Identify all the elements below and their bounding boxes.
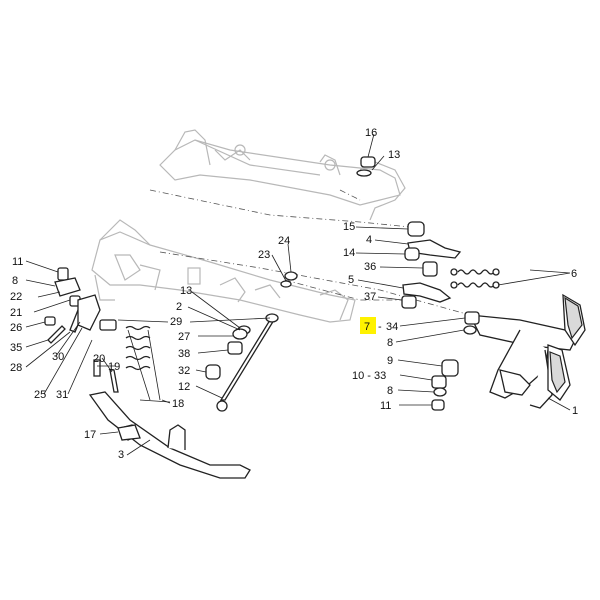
- label-28: 28: [10, 362, 22, 374]
- label-24: 24: [278, 235, 290, 247]
- label-14: 14: [343, 247, 355, 259]
- label-8-left: 8: [12, 275, 18, 287]
- label-3: 3: [118, 449, 124, 461]
- label-34: 34: [386, 321, 398, 333]
- label-10-33: 10 - 33: [352, 370, 386, 382]
- label-25: 25: [34, 389, 46, 401]
- leader-lines: [25, 133, 571, 456]
- label-11-left: 11: [12, 256, 23, 268]
- label-9: 9: [387, 355, 393, 367]
- small-parts: [44, 156, 480, 441]
- label-36: 36: [364, 261, 376, 273]
- springs: [125, 268, 500, 403]
- label-8-lower: 8: [387, 385, 393, 397]
- label-11-right: 11: [380, 400, 391, 412]
- label-18: 18: [172, 398, 184, 410]
- label-31: 31: [56, 389, 68, 401]
- callout-labels: 16 13 15 4 14 36 5 37 7 - 34 8 9 10 - 33…: [10, 127, 578, 461]
- label-2: 2: [176, 301, 182, 313]
- lower-frame-ghost: [91, 219, 356, 323]
- label-8-upper: 8: [387, 337, 393, 349]
- alignment-lines: [149, 189, 471, 316]
- label-22: 22: [10, 291, 22, 303]
- label-1: 1: [572, 405, 578, 417]
- label-5: 5: [348, 274, 354, 286]
- center-stand: [468, 293, 586, 409]
- label-15: 15: [343, 221, 355, 233]
- label-13-top: 13: [388, 149, 400, 161]
- label-27: 27: [178, 331, 190, 343]
- label-26: 26: [10, 322, 22, 334]
- label-4: 4: [366, 234, 372, 246]
- label-7: 7: [364, 321, 370, 333]
- label-19: 19: [108, 361, 120, 373]
- highlight-part-7: [360, 317, 376, 334]
- label-38: 38: [178, 348, 190, 360]
- label-20: 20: [93, 353, 105, 365]
- label-35: 35: [10, 342, 22, 354]
- label-7-separator: -: [378, 321, 382, 333]
- pivot-bolt: [216, 313, 279, 412]
- label-29: 29: [170, 316, 182, 328]
- label-17: 17: [84, 429, 96, 441]
- label-21: 21: [10, 307, 22, 319]
- label-6: 6: [571, 268, 577, 280]
- label-32: 32: [178, 365, 190, 377]
- label-16: 16: [365, 127, 377, 139]
- label-23: 23: [258, 249, 270, 261]
- label-30: 30: [52, 351, 64, 363]
- label-12: 12: [178, 381, 190, 393]
- label-37: 37: [364, 291, 376, 303]
- label-13-mid: 13: [180, 285, 192, 297]
